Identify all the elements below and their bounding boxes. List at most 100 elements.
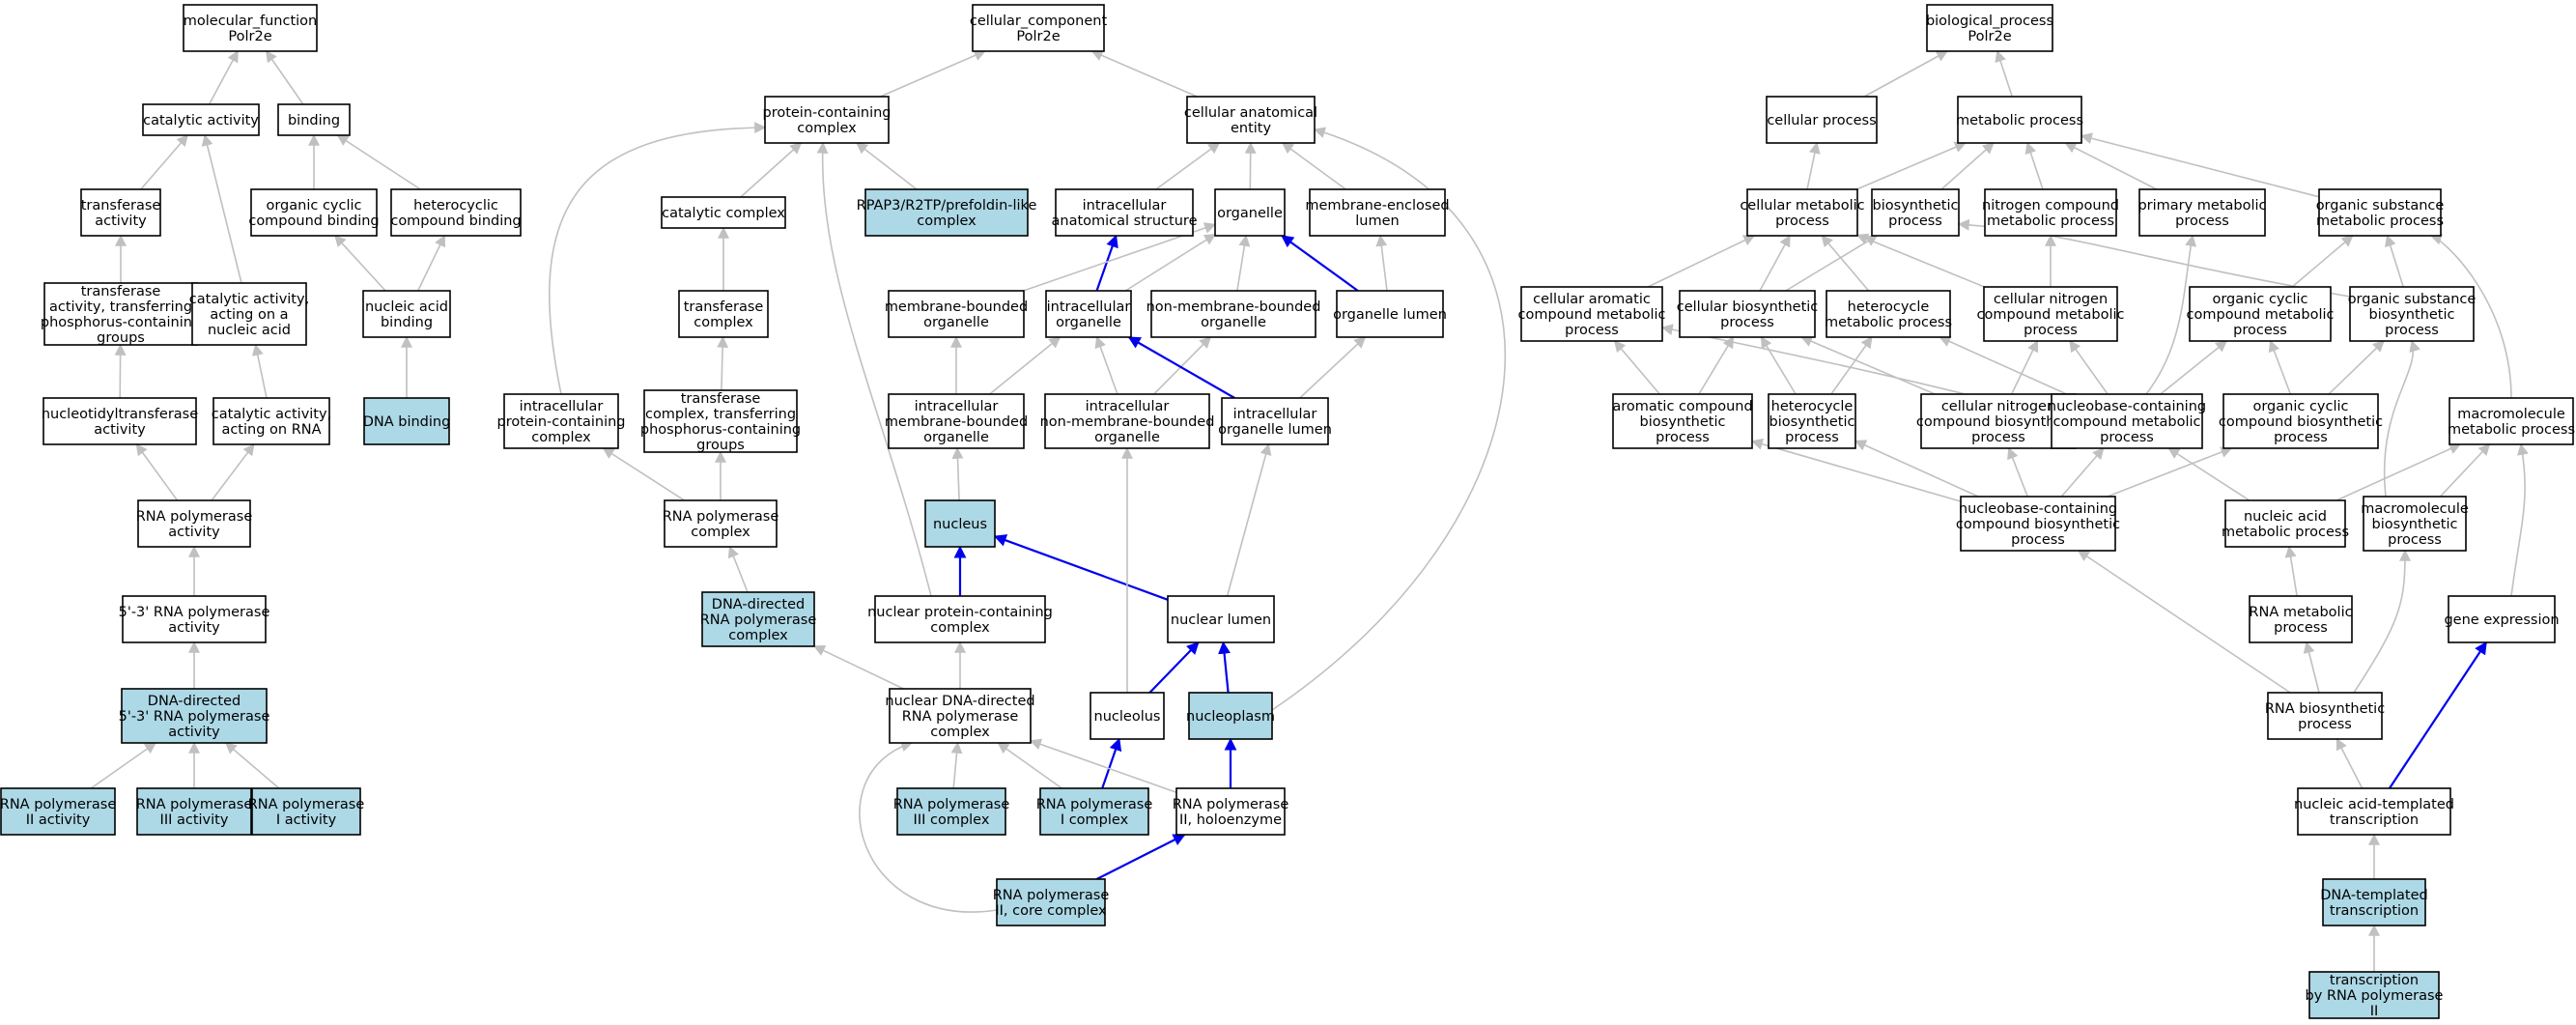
edge-nucbase_met-to-org_cyc_met <box>2160 340 2228 395</box>
node-label-line: RPAP3/R2TP/prefoldin-like <box>857 198 1037 214</box>
node-nucleoplasm[interactable]: nucleoplasm <box>1186 692 1275 740</box>
node-label-line: process <box>2274 620 2328 636</box>
node-gene-expr[interactable]: gene expression <box>2444 595 2560 643</box>
node-label-line: biosynthetic <box>2369 307 2455 323</box>
node-organelle[interactable]: organelle <box>1214 188 1286 237</box>
node-nucleolus[interactable]: nucleolus <box>1090 692 1165 740</box>
node-cat-rna[interactable]: catalytic activity,acting on RNA <box>212 397 331 445</box>
node-nuclear-lumen[interactable]: nuclear lumen <box>1167 595 1275 643</box>
node-box <box>924 499 996 548</box>
node-box <box>0 787 116 836</box>
node-intra-nonmem-org[interactable]: intracellularnon-membrane-boundedorganel… <box>1040 393 1215 449</box>
node-nucleus[interactable]: nucleus <box>924 499 996 548</box>
node-box <box>1336 290 1444 338</box>
edge-intra_nonmem_org-to-nonmem_org <box>1153 336 1212 395</box>
node-binding[interactable]: binding <box>277 103 351 136</box>
node-dna-binding[interactable]: DNA binding <box>363 397 451 445</box>
node-met-proc[interactable]: metabolic process <box>1956 96 2083 144</box>
node-label-line: nitrogen compound <box>1982 198 2119 214</box>
node-label-line: cellular process <box>1767 113 1876 128</box>
node-label-line: organic substance <box>2316 198 2445 214</box>
node-catalytic-complex[interactable]: catalytic complex <box>661 196 786 229</box>
edge-organelle-to-cell_anat <box>1244 141 1257 190</box>
node-label-line: II <box>2370 1004 2379 1019</box>
node-box <box>2349 286 2475 342</box>
node-label-line: intracellular <box>1047 299 1131 315</box>
node-label-line: process <box>2298 717 2352 732</box>
node-cell-proc[interactable]: cellular process <box>1766 96 1878 144</box>
node-org-lumen[interactable]: organelle lumen <box>1333 290 1447 338</box>
node-label-line: process <box>2385 323 2439 338</box>
node-label-line: RNA polymerase <box>0 797 116 812</box>
node-box <box>1175 787 1286 836</box>
node-box <box>764 96 890 144</box>
node-label-line: transferase <box>681 391 761 407</box>
node-catalytic[interactable]: catalytic activity <box>142 103 260 136</box>
node-label-line: process <box>1971 430 2025 445</box>
edge-intra_prot_complex-to-protein_complex <box>549 122 767 395</box>
node-label-line: II activity <box>26 812 91 828</box>
